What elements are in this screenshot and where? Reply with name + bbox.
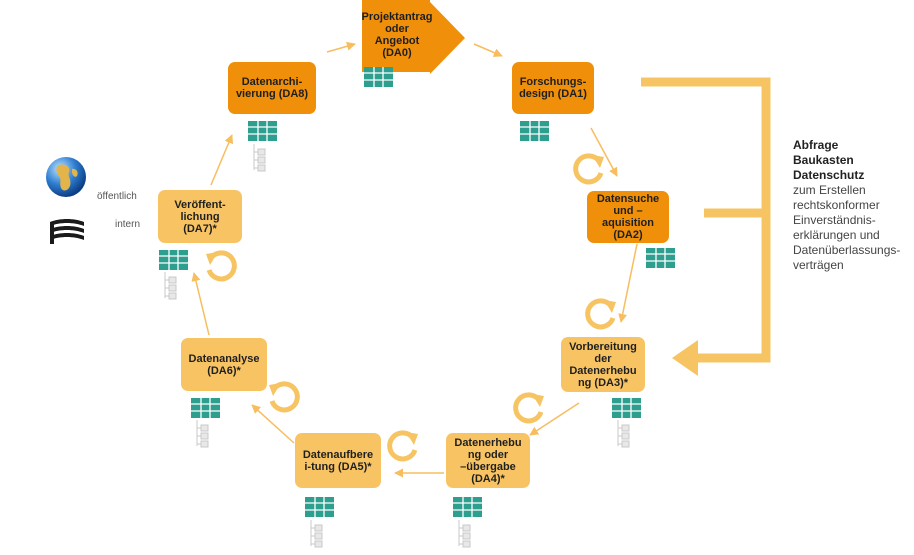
node-da0-arrow-shape [362, 0, 465, 74]
cycle-icon [573, 153, 604, 185]
table-icon [364, 67, 393, 87]
table-icon [520, 121, 549, 141]
document-tree-icon [458, 520, 471, 548]
cycle-icon [206, 250, 237, 282]
document-tree-icon [164, 272, 177, 300]
sidebar-description: zum Erstellen rechtskonformer Einverstän… [793, 183, 901, 272]
document-tree-icon [617, 420, 630, 448]
sidebar-bracket-arrowhead [672, 340, 698, 376]
node-da5[interactable]: Datenaufbere i-tung (DA5)* [295, 433, 381, 488]
node-da2[interactable]: Datensuche und – aquisition (DA2) [587, 191, 669, 243]
node-da7[interactable]: Veröffent- lichung (DA7)* [158, 190, 242, 243]
node-da3[interactable]: Vorbereitung der Datenerhebu ng (DA3)* [561, 337, 645, 392]
sidebar-bracket [641, 77, 771, 363]
building-icon [50, 219, 84, 244]
table-icon [612, 398, 641, 418]
cycle-icon [387, 430, 418, 462]
table-icon [453, 497, 482, 517]
flow-connectors [191, 41, 638, 478]
node-da4[interactable]: Datenerhebu ng oder –übergabe (DA4)* [446, 433, 530, 488]
node-da6[interactable]: Datenanalyse (DA6)* [181, 338, 267, 391]
sidebar-info: Abfrage Baukasten Datenschutz zum Erstel… [793, 138, 913, 273]
legend-public-label: öffentlich [97, 191, 137, 202]
table-icon [305, 497, 334, 517]
cycle-icon [269, 381, 300, 413]
document-tree-icon [310, 520, 323, 548]
node-da1[interactable]: Forschungs- design (DA1) [512, 62, 594, 114]
cycle-icon [513, 392, 544, 424]
globe-icon [46, 157, 86, 197]
node-da0[interactable]: Projektantrag oder Angebot (DA0) [361, 11, 433, 59]
table-icon [646, 248, 675, 268]
table-icon [191, 398, 220, 418]
table-icon [159, 250, 188, 270]
cycle-icon [585, 298, 616, 330]
sidebar-title: Abfrage Baukasten Datenschutz [793, 138, 865, 182]
document-tree-icon [196, 420, 209, 448]
legend-internal-label: intern [115, 219, 141, 230]
document-tree-icon [253, 144, 266, 172]
node-da8[interactable]: Datenarchi- vierung (DA8) [228, 62, 316, 114]
table-icon [248, 121, 277, 141]
